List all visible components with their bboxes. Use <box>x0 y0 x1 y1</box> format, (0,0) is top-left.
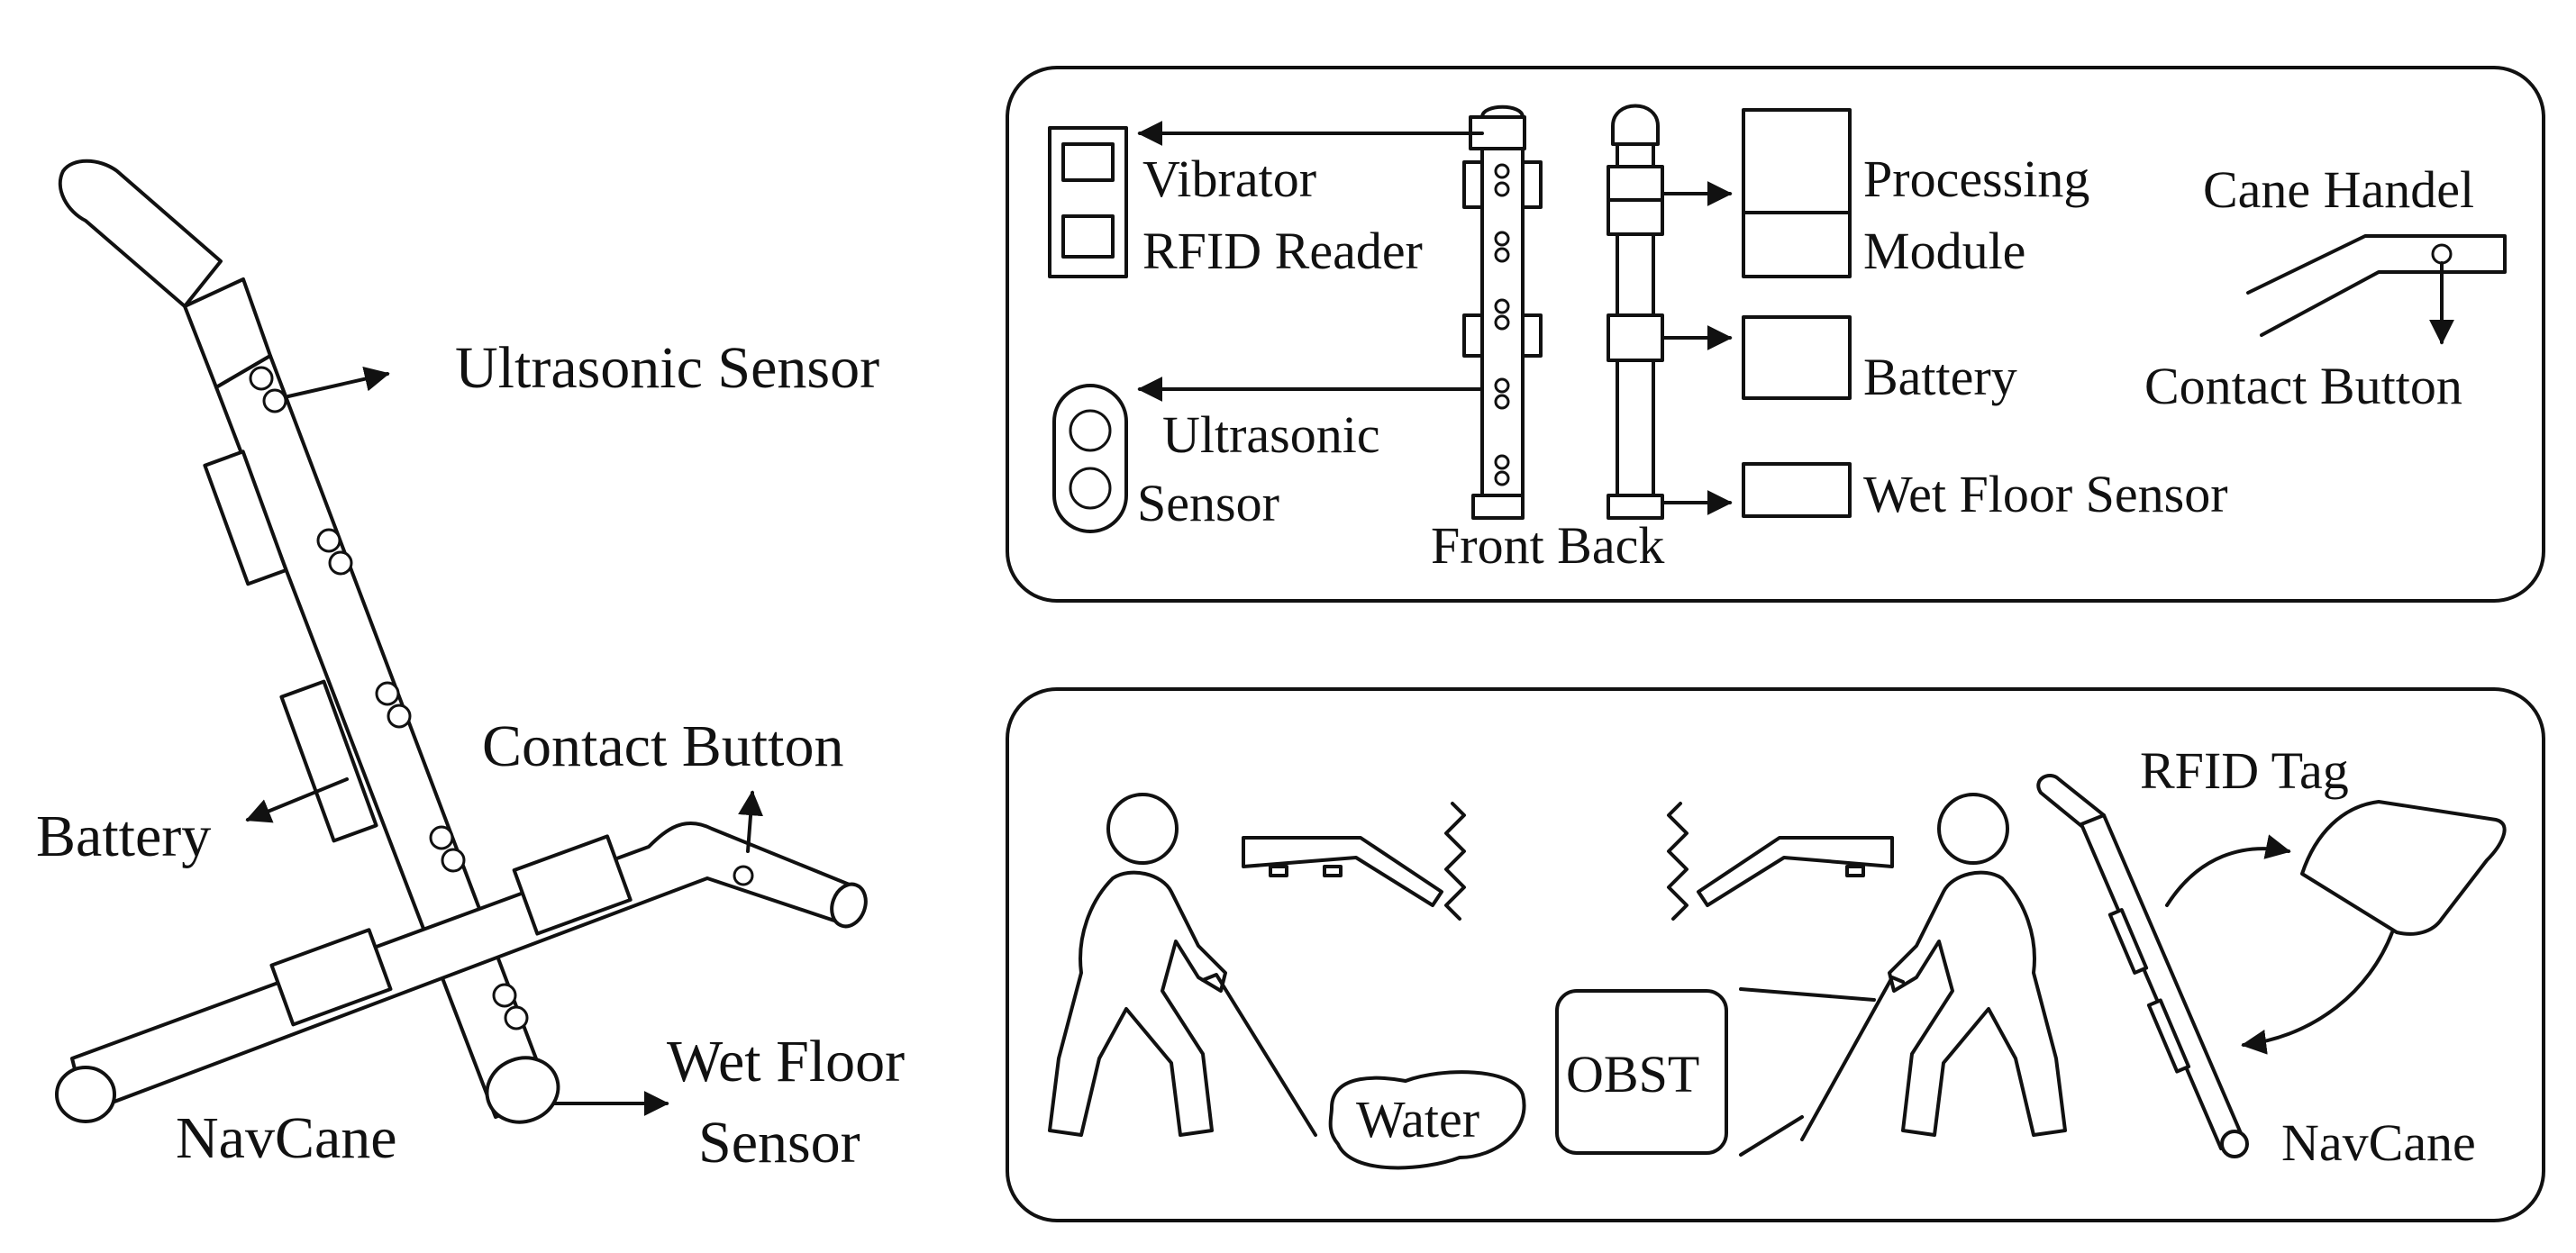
wet-floor-panel-label: Wet Floor Sensor <box>1863 465 2228 523</box>
components-panel <box>1006 66 2545 603</box>
front-back-label: Front Back <box>1431 516 1664 575</box>
tag-arrow-in <box>2241 931 2394 1055</box>
obst-label: OBST <box>1566 1045 1699 1103</box>
battery-panel-label: Battery <box>1863 348 2017 406</box>
left-handle-sketch <box>1242 802 1466 921</box>
battery-label: Battery <box>36 804 211 869</box>
person-left-icon <box>1048 793 1227 1137</box>
cane-front-view <box>1462 104 1543 520</box>
contact-button-label: Contact Button <box>482 713 843 779</box>
battery-arrow <box>245 777 349 823</box>
obstacle-box <box>1555 989 1728 1155</box>
navcane-small-label: NavCane <box>2281 1113 2476 1172</box>
ultrasonic-label-line1: Ultrasonic <box>1162 405 1380 464</box>
ultrasonic-label-line2: Sensor <box>1137 474 1279 532</box>
obstacle-beam-bottom <box>1739 1115 1804 1157</box>
tag-arrow-out <box>2165 834 2291 907</box>
right-handle-sketch <box>1667 802 1894 921</box>
scenario-panel <box>1006 687 2545 1222</box>
battery-box <box>1742 315 1852 400</box>
contact-panel-label: Contact Button <box>2144 357 2462 415</box>
navcane-illustration <box>55 159 868 1124</box>
rfid-tag-card <box>2300 800 2507 936</box>
ultrasonic-arrow <box>287 366 390 398</box>
processing-label-line1: Processing <box>1863 150 2089 208</box>
water-puddle <box>1328 1070 1526 1170</box>
wet-floor-label-line1: Wet Floor <box>667 1029 905 1094</box>
vibrator-label: Vibrator <box>1142 150 1316 208</box>
left-cane-stick <box>1201 973 1317 1137</box>
person-right-icon <box>1888 793 2067 1137</box>
vibrator-rfid-module <box>1048 126 1128 278</box>
water-label: Water <box>1356 1090 1479 1149</box>
obstacle-beam-top <box>1739 987 1876 1002</box>
right-cane-stick <box>1800 976 1905 1141</box>
contact-arrow <box>738 790 764 853</box>
wet-floor-box <box>1742 462 1852 518</box>
cane-handel-label: Cane Handel <box>2203 160 2474 219</box>
ultrasonic-module <box>1052 384 1128 533</box>
rfid-tag-label: RFID Tag <box>2140 741 2349 800</box>
rfid-reader-label: RFID Reader <box>1142 222 1423 280</box>
wet-floor-label-line2: Sensor <box>698 1110 860 1176</box>
navcane-label: NavCane <box>176 1105 397 1171</box>
ultrasonic-sensor-label: Ultrasonic Sensor <box>455 335 879 401</box>
cane-handle-sketch <box>2246 234 2507 337</box>
navcane-small <box>2036 774 2249 1158</box>
processing-module-box <box>1742 108 1852 278</box>
cane-back-view <box>1607 104 1664 520</box>
processing-label-line2: Module <box>1863 222 2025 280</box>
